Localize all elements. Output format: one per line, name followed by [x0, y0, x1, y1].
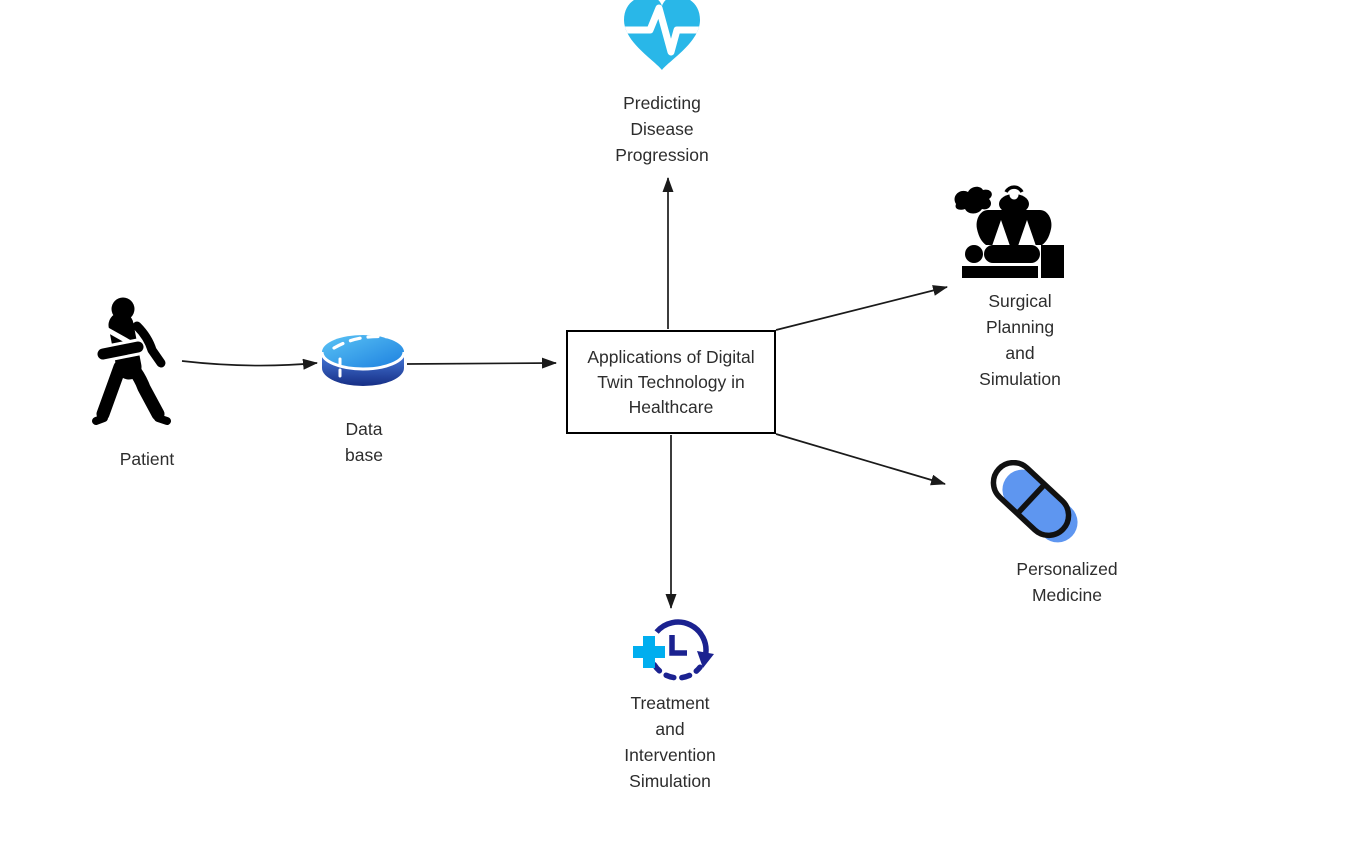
patient-label: Patient — [119, 449, 175, 469]
predicting-disease-progression-label: Predicting Disease Progression — [615, 93, 709, 165]
surgical-planning-simulation-label: Surgical Planning and Simulation — [979, 291, 1061, 389]
database-label: Data base — [345, 419, 383, 465]
pill-capsule-icon — [990, 460, 1078, 543]
database-cylinder-icon — [320, 334, 406, 386]
personalized-medicine-label: Personalized Medicine — [1016, 559, 1118, 605]
surgery-operating-table-icon — [954, 185, 1064, 278]
arrow-patient-to-database — [181, 358, 318, 370]
arrow-center-to-surgical — [775, 285, 948, 331]
heartbeat-heart-icon — [624, 0, 700, 70]
injured-patient-walking-icon — [92, 297, 171, 425]
center-node-applications-box: Applications of Digital Twin Technology … — [566, 330, 776, 434]
arrow-center-to-personalized — [775, 433, 946, 486]
clock-refresh-plus-icon — [633, 619, 714, 681]
treatment-intervention-simulation-label: Treatment and Intervention Simulation — [624, 693, 716, 791]
arrow-database-to-center — [406, 357, 557, 369]
